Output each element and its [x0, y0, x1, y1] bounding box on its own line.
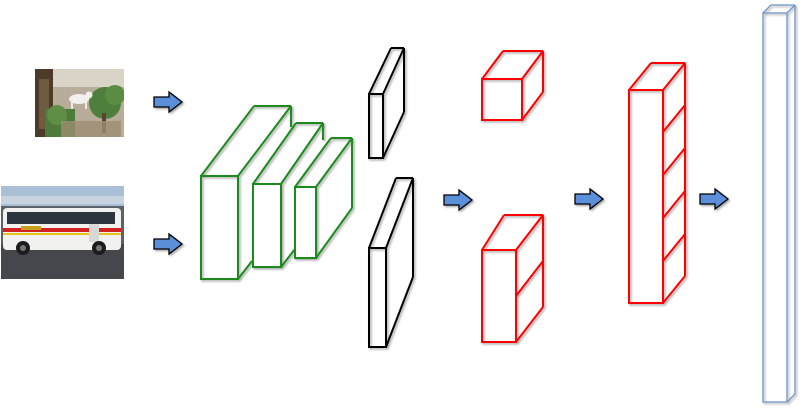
- feature-map-top: [368, 47, 405, 159]
- input-image-dog: [35, 69, 124, 137]
- concatenated-features: [628, 62, 686, 304]
- conv-block-1: [200, 105, 292, 280]
- conv-layer-stack: [200, 105, 353, 280]
- input-image-bus: [1, 186, 124, 279]
- right-arrow-icon: [699, 187, 730, 211]
- roi-cube-top: [481, 50, 544, 121]
- dog-photo: [35, 69, 124, 137]
- feature-map-bottom: [368, 177, 414, 348]
- feature-maps: [368, 47, 414, 348]
- conv-block-2: [252, 122, 324, 268]
- right-arrow-icon: [153, 90, 184, 114]
- arrow-group: [153, 90, 730, 256]
- bus-photo: [1, 186, 124, 279]
- right-arrow-icon: [443, 188, 474, 212]
- roi-cube-bottom: [481, 214, 544, 343]
- roi-pooling-cubes: [481, 50, 544, 343]
- right-arrow-icon: [153, 232, 184, 256]
- conv-block-3: [294, 137, 353, 259]
- right-arrow-icon: [574, 187, 605, 211]
- output-vector: [762, 4, 796, 403]
